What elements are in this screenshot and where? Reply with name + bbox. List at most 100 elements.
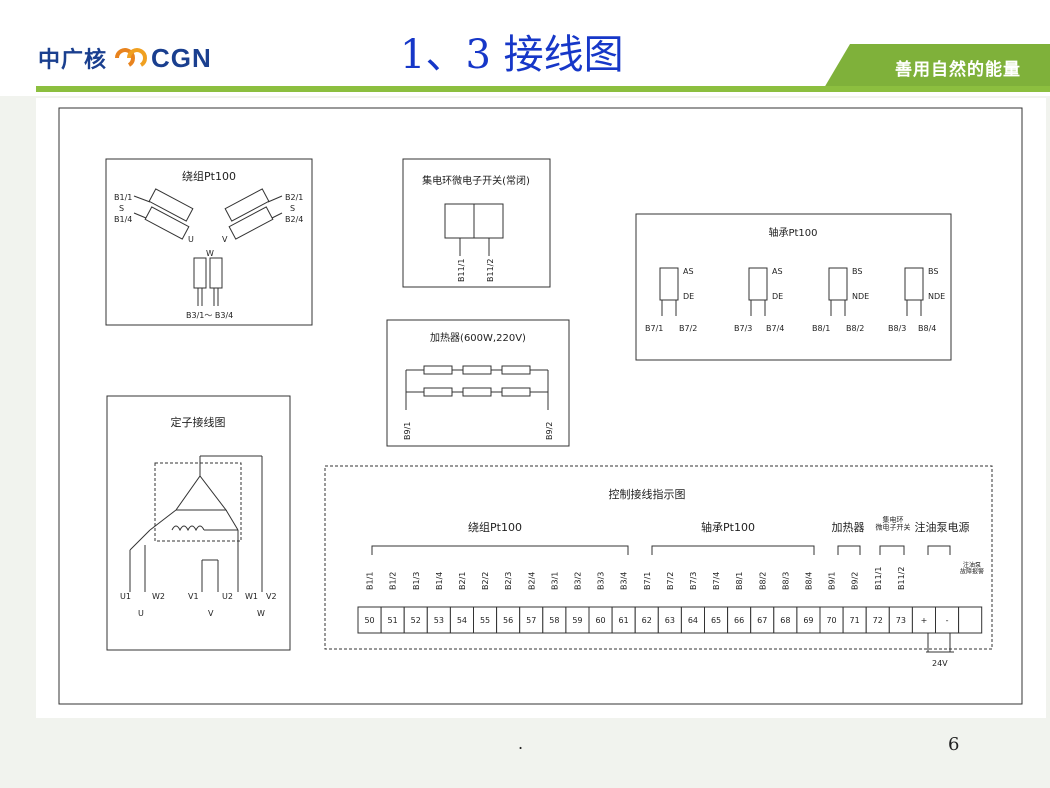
signal-label: B8/4 xyxy=(804,572,813,590)
heater-terminal: B9/2 xyxy=(545,422,554,440)
terminal-number: 68 xyxy=(780,616,790,625)
signal-label: B3/1 xyxy=(550,572,559,590)
control-group-label: 集电环微电子开关 xyxy=(876,515,911,532)
logo-chinese-text: 中广核 xyxy=(38,48,108,73)
collector-switch-box: 集电环微电子开关(常闭) B11/1 B11/2 xyxy=(402,158,551,288)
terminal-number: 51 xyxy=(388,616,398,625)
bearing-sensor-bottom: NDE xyxy=(928,292,945,301)
control-title: 控制接线指示图 xyxy=(609,487,686,501)
winding-label: B1/4 xyxy=(114,215,132,224)
signal-label: B11/2 xyxy=(897,567,906,590)
bearing-terminal: B8/4 xyxy=(918,324,936,333)
signal-label: B3/3 xyxy=(597,572,606,590)
bearing-terminal: B7/2 xyxy=(679,324,697,333)
bearing-sensor-top: BS xyxy=(928,267,938,276)
bearing-sensor-top: BS xyxy=(852,267,862,276)
signal-label: B7/3 xyxy=(689,572,698,590)
terminal-number: + xyxy=(921,616,928,625)
signal-label: B8/3 xyxy=(781,572,790,590)
voltage-label: 24V xyxy=(932,659,948,668)
stator-phase: U xyxy=(138,609,144,618)
stator-terminal: W2 xyxy=(152,592,165,601)
stator-title: 定子接线图 xyxy=(171,415,226,429)
heater-box: 加热器(600W,220V) B9/1 B9/2 xyxy=(386,319,570,447)
stator-terminal: V2 xyxy=(266,592,277,601)
stator-phase: V xyxy=(208,609,214,618)
terminal-number: 52 xyxy=(411,616,421,625)
winding-pt100-box: 绕组Pt100 B1/1 S B1/4 B2/1 S B2/4 U V W B3… xyxy=(105,158,313,326)
control-group-label: 注油泵电源 xyxy=(915,520,970,534)
control-group-label: 加热器 xyxy=(832,521,865,534)
terminal-number: 61 xyxy=(619,616,629,625)
signal-label: B2/4 xyxy=(527,572,536,590)
terminal-number: 64 xyxy=(688,616,698,625)
signal-label: B2/2 xyxy=(481,572,490,590)
terminal-number: 56 xyxy=(503,616,513,625)
bearing-sensor-bottom: DE xyxy=(683,292,694,301)
terminal-number: 62 xyxy=(642,616,652,625)
signal-label: B1/3 xyxy=(412,572,421,590)
stator-wiring-box: 定子接线图 U1 W2 V1 U2 W1 V2 U V W xyxy=(106,395,291,651)
collector-terminal: B11/1 xyxy=(457,259,466,282)
signal-label: B2/3 xyxy=(504,572,513,590)
signal-label: B9/1 xyxy=(828,572,837,590)
signal-label: B7/2 xyxy=(666,572,675,590)
winding-label: W xyxy=(206,249,214,258)
terminal-number: 66 xyxy=(734,616,744,625)
bearing-sensor-bottom: NDE xyxy=(852,292,869,301)
terminal-number: - xyxy=(946,616,949,625)
slide-title: 1、3 接线图 xyxy=(400,32,624,78)
stator-terminal: W1 xyxy=(245,592,258,601)
winding-label: S xyxy=(119,204,124,213)
terminal-number: 67 xyxy=(757,616,767,625)
slogan-banner xyxy=(824,44,1050,88)
signal-label: B1/4 xyxy=(435,572,444,590)
slogan-text: 善用自然的能量 xyxy=(895,60,1021,80)
winding-label: B3/1～ B3/4 xyxy=(186,311,233,320)
terminal-number: 69 xyxy=(803,616,813,625)
terminal-number: 53 xyxy=(434,616,444,625)
terminal-number: 58 xyxy=(549,616,559,625)
terminal-number: 70 xyxy=(826,616,836,625)
control-group-label: 轴承Pt100 xyxy=(701,520,755,534)
signal-label: B2/1 xyxy=(458,572,467,590)
winding-label: B2/1 xyxy=(285,193,303,202)
stator-terminal: V1 xyxy=(188,592,199,601)
signal-label: B1/1 xyxy=(366,572,375,590)
terminal-number: 55 xyxy=(480,616,490,625)
bearing-title: 轴承Pt100 xyxy=(768,226,817,239)
cgn-mark-icon xyxy=(115,48,147,67)
diagram-frame xyxy=(58,107,1023,705)
signal-label: B8/1 xyxy=(735,572,744,590)
heater-terminal: B9/1 xyxy=(403,422,412,440)
terminal-number: 71 xyxy=(850,616,860,625)
control-wiring-box: 控制接线指示图 绕组Pt100 轴承Pt100 加热器 集电环微电子开关 注油泵… xyxy=(324,465,993,668)
winding-label: B2/4 xyxy=(285,215,303,224)
heater-title: 加热器(600W,220V) xyxy=(430,331,526,344)
cgn-logo: 中广核 CGN xyxy=(38,40,212,76)
signal-label: B11/1 xyxy=(874,567,883,590)
terminal-number: 65 xyxy=(711,616,721,625)
winding-label: V xyxy=(222,235,228,244)
terminal-number: 57 xyxy=(526,616,536,625)
terminal-number: 59 xyxy=(572,616,582,625)
bearing-pt100-box: 轴承Pt100 AS DE AS DE BS NDE BS NDE B7/1 B… xyxy=(635,213,952,361)
bearing-terminal: B8/1 xyxy=(812,324,830,333)
bearing-terminal: B8/3 xyxy=(888,324,906,333)
terminal-number: 60 xyxy=(595,616,605,625)
bearing-terminal: B7/1 xyxy=(645,324,663,333)
signal-label: B7/1 xyxy=(643,572,652,590)
signal-label: B7/4 xyxy=(712,572,721,590)
bearing-sensor-top: AS xyxy=(683,267,694,276)
slide-header: 中广核 CGN 1、3 接线图 善用自然的能量 xyxy=(0,0,1050,96)
bearing-sensor-top: AS xyxy=(772,267,783,276)
terminal-number: 54 xyxy=(457,616,467,625)
winding-label: U xyxy=(188,235,194,244)
header-divider xyxy=(36,86,1050,92)
signal-label: B3/4 xyxy=(620,572,629,590)
bearing-terminal: B8/2 xyxy=(846,324,864,333)
signal-label: B9/2 xyxy=(851,572,860,590)
stator-terminal: U2 xyxy=(222,592,233,601)
